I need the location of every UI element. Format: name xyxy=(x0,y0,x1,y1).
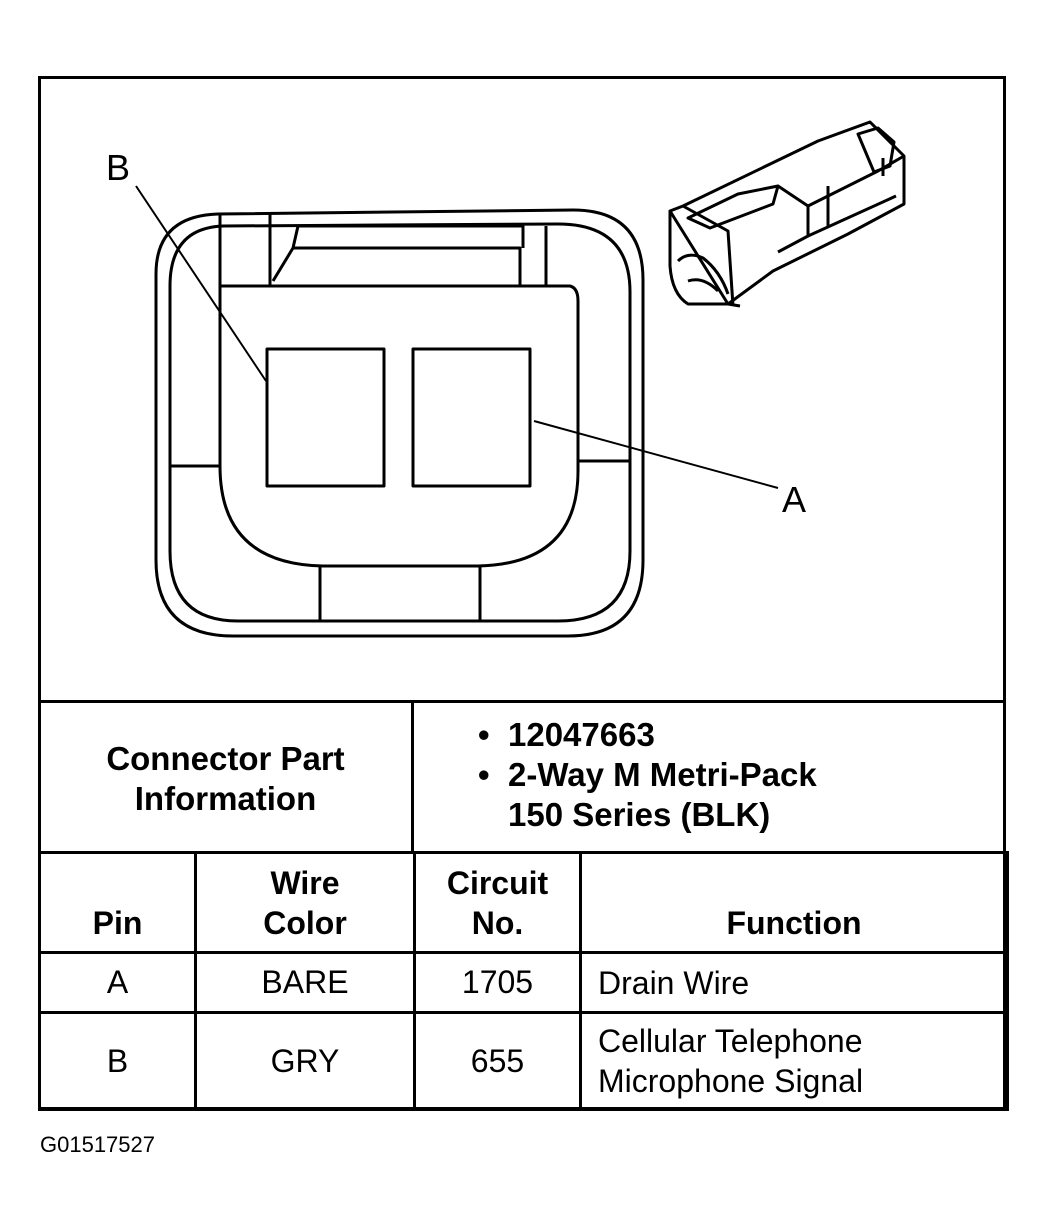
label-line-1: Connector Part xyxy=(106,739,345,777)
callout-b-label: B xyxy=(106,147,130,188)
figure-id: G01517527 xyxy=(40,1132,155,1157)
description-line-1: 2-Way M Metri-Pack xyxy=(508,756,817,793)
info-divider xyxy=(411,703,414,854)
cell-circuit: 1705 xyxy=(413,951,582,1014)
connector-inner-lip xyxy=(218,284,580,568)
description-line: • 2-Way M Metri-Pack xyxy=(478,755,817,795)
bullet-icon: • xyxy=(478,716,490,753)
label-line-2: Information xyxy=(134,779,317,817)
cell-function: Drain Wire xyxy=(579,951,1009,1014)
cell-wire-color: BARE xyxy=(194,951,416,1014)
connector-isometric-view xyxy=(668,120,906,308)
cell-circuit: 655 xyxy=(413,1011,582,1111)
connector-latch xyxy=(268,214,525,286)
table-row: A BARE 1705 Drain Wire xyxy=(38,951,1009,1014)
description-line-2-wrap: 150 Series (BLK) xyxy=(478,795,817,835)
connector-part-info-values: • 12047663 • 2-Way M Metri-Pack 150 Seri… xyxy=(478,715,817,835)
part-number: 12047663 xyxy=(508,716,655,753)
header-pin: Pin xyxy=(38,851,197,954)
connector-face-diagram: B A xyxy=(106,120,906,638)
cell-pin: B xyxy=(38,1011,197,1111)
connector-part-info-label: Connector Part Information xyxy=(38,703,413,854)
header-function: Function xyxy=(579,851,1009,954)
bullet-icon: • xyxy=(478,756,490,793)
cavity-b xyxy=(265,347,386,488)
description-line-2: 150 Series (BLK) xyxy=(508,796,771,833)
cell-wire-color: GRY xyxy=(194,1011,416,1111)
callout-a-label: A xyxy=(782,479,806,520)
cavity-a xyxy=(411,347,532,488)
connector-outer-shell xyxy=(154,208,645,638)
connector-inner-shell xyxy=(168,222,632,623)
connector-part-info: Connector Part Information • 12047663 • … xyxy=(38,700,1006,854)
cell-pin: A xyxy=(38,951,197,1014)
callout-a-leader xyxy=(533,420,779,489)
callout-b-leader xyxy=(135,185,267,382)
part-number-line: • 12047663 xyxy=(478,715,817,755)
